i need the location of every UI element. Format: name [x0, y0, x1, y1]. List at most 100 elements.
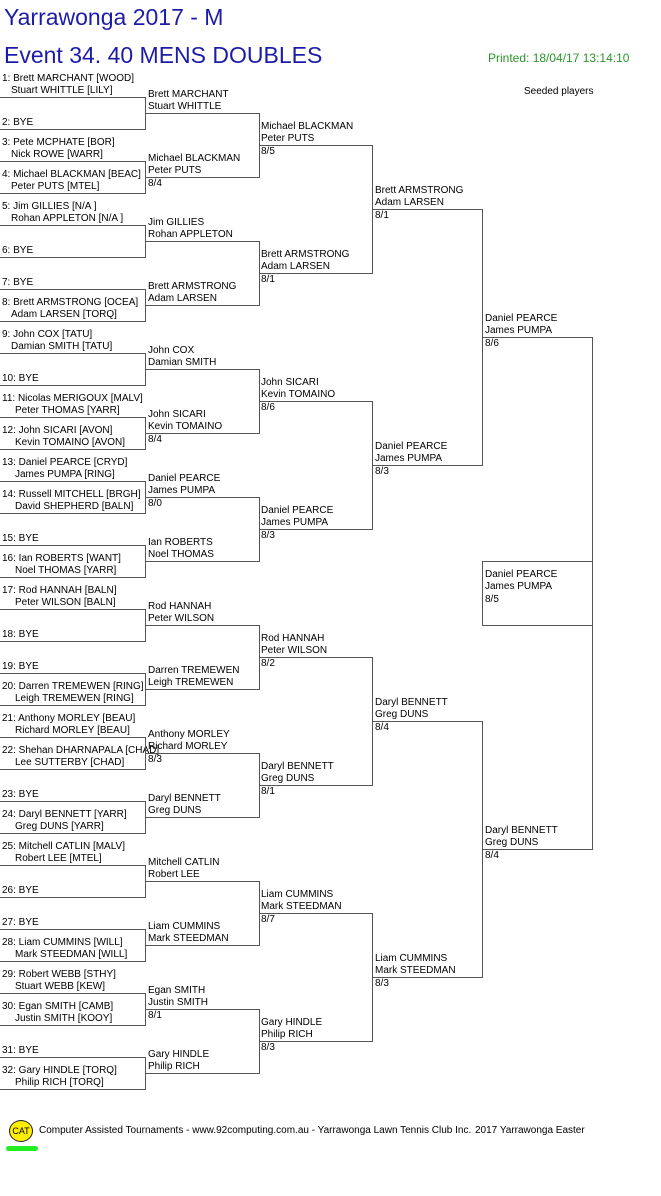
draw-line [0, 225, 145, 226]
entry-label: 32: Gary HINDLE [TORQ] [2, 1065, 117, 1076]
entry-label: 9: John COX [TATU] [2, 329, 93, 340]
draw-line [0, 449, 145, 450]
logo-underline [6, 1146, 38, 1151]
draw-line [259, 913, 372, 914]
entry-partner: Peter WILSON [BALN] [15, 597, 116, 608]
footer-credit: Computer Assisted Tournaments - www.92co… [39, 1125, 472, 1136]
match-score: 8/3 [375, 978, 389, 989]
entry-partner: Nick ROWE [WARR] [11, 149, 103, 160]
match-player-1: Liam CUMMINS [375, 953, 448, 964]
match-player-1: Brett ARMSTRONG [375, 185, 464, 196]
match-player-2: Philip RICH [261, 1029, 313, 1040]
entry-partner: James PUMPA [RING] [15, 469, 115, 480]
entry-partner: Stuart WEBB [KEW] [15, 981, 106, 992]
entry-label: 14: Russell MITCHELL [BRGH] [2, 489, 141, 500]
match-score: 8/5 [261, 146, 275, 157]
entry-label: 30: Egan SMITH [CAMB] [2, 1001, 114, 1012]
entry-label: 6: BYE [2, 245, 34, 256]
draw-line [145, 561, 259, 562]
draw-line [259, 657, 372, 658]
match-player-1: Brett ARMSTRONG [148, 281, 237, 292]
match-player-2: Peter WILSON [148, 613, 215, 624]
match-score: 8/6 [485, 338, 499, 349]
draw-line [259, 785, 372, 786]
seeded-players-label: Seeded players [524, 86, 594, 97]
draw-line [145, 753, 259, 754]
entry-label: 16: Ian ROBERTS [WANT] [2, 553, 121, 564]
draw-line [372, 721, 482, 722]
match-player-2: Rohan APPLETON [148, 229, 233, 240]
match-player-1: Gary HINDLE [148, 1049, 210, 1060]
entry-label: 27: BYE [2, 917, 39, 928]
match-player-2: Greg DUNS [148, 805, 202, 816]
match-score: 8/1 [261, 786, 275, 797]
match-player-2: Mark STEEDMAN [261, 901, 342, 912]
match-player-2: Damian SMITH [148, 357, 217, 368]
draw-line [0, 129, 145, 130]
draw-line [482, 849, 592, 850]
match-player-2: Stuart WHITTLE [148, 101, 222, 112]
match-player-2: Greg DUNS [261, 773, 315, 784]
entry-partner: Adam LARSEN [TORQ] [11, 309, 117, 320]
match-player-1: Liam CUMMINS [148, 921, 221, 932]
draw-line [145, 945, 259, 946]
entry-partner: David SHEPHERD [BALN] [15, 501, 134, 512]
match-player-1: John SICARI [148, 409, 206, 420]
match-player-1: Michael BLACKMAN [148, 153, 241, 164]
entry-label: 1: Brett MARCHANT [WOOD] [2, 73, 135, 84]
match-player-1: Daryl BENNETT [148, 793, 221, 804]
entry-partner: Richard MORLEY [BEAU] [15, 725, 130, 736]
entry-label: 31: BYE [2, 1045, 39, 1056]
match-score: 8/7 [261, 914, 275, 925]
match-score: 8/3 [261, 1042, 275, 1053]
entry-partner: Robert LEE [MTEL] [15, 853, 102, 864]
match-player-1: Rod HANNAH [148, 601, 212, 612]
draw-line [0, 801, 145, 802]
entry-label: 15: BYE [2, 533, 39, 544]
entry-label: 26: BYE [2, 885, 39, 896]
entry-label: 13: Daniel PEARCE [CRYD] [2, 457, 128, 468]
match-player-1: Daniel PEARCE [485, 313, 558, 324]
match-player-1: Brett ARMSTRONG [261, 249, 350, 260]
draw-line [0, 481, 145, 482]
draw-line [145, 817, 259, 818]
entry-label: 10: BYE [2, 373, 39, 384]
draw-line [145, 497, 259, 498]
match-player-1: John COX [148, 345, 195, 356]
draw-line [259, 401, 372, 402]
match-score: 8/0 [148, 498, 162, 509]
entry-partner: Greg DUNS [YARR] [15, 821, 104, 832]
draw-line [145, 1073, 259, 1074]
match-player-1: Daniel PEARCE [261, 505, 334, 516]
winner-box-top [482, 561, 592, 562]
entry-label: 8: Brett ARMSTRONG [OCEA] [2, 297, 139, 308]
draw-line [0, 193, 145, 194]
winner-box-left [482, 561, 483, 626]
match-player-2: Richard MORLEY [148, 741, 228, 752]
match-player-1: Daniel PEARCE [375, 441, 448, 452]
draw-line [0, 97, 145, 98]
match-player-2: Mark STEEDMAN [148, 933, 229, 944]
entry-partner: Justin SMITH [KOOY] [15, 1013, 113, 1024]
entry-partner: Damian SMITH [TATU] [11, 341, 113, 352]
draw-line [0, 417, 145, 418]
match-score: 8/2 [261, 658, 275, 669]
match-player-1: Darren TREMEWEN [148, 665, 240, 676]
entry-label: 25: Mitchell CATLIN [MALV] [2, 841, 125, 852]
match-player-1: Daniel PEARCE [148, 473, 221, 484]
draw-line [372, 209, 482, 210]
match-player-2: Peter PUTS [148, 165, 202, 176]
entry-label: 4: Michael BLACKMAN [BEAC] [2, 169, 141, 180]
match-player-2: Kevin TOMAINO [261, 389, 336, 400]
match-player-1: Daniel PEARCE [485, 569, 558, 580]
entry-partner: Stuart WHITTLE [LILY] [11, 85, 113, 96]
event-title: Event 34. 40 MENS DOUBLES [4, 42, 323, 68]
draw-line [0, 577, 145, 578]
match-player-1: Egan SMITH [148, 985, 206, 996]
draw-line [145, 625, 259, 626]
entry-partner: Mark STEEDMAN [WILL] [15, 949, 128, 960]
entry-label: 21: Anthony MORLEY [BEAU] [2, 713, 136, 724]
match-player-2: Kevin TOMAINO [148, 421, 223, 432]
match-player-1: Ian ROBERTS [148, 537, 213, 548]
draw-line [259, 273, 372, 274]
